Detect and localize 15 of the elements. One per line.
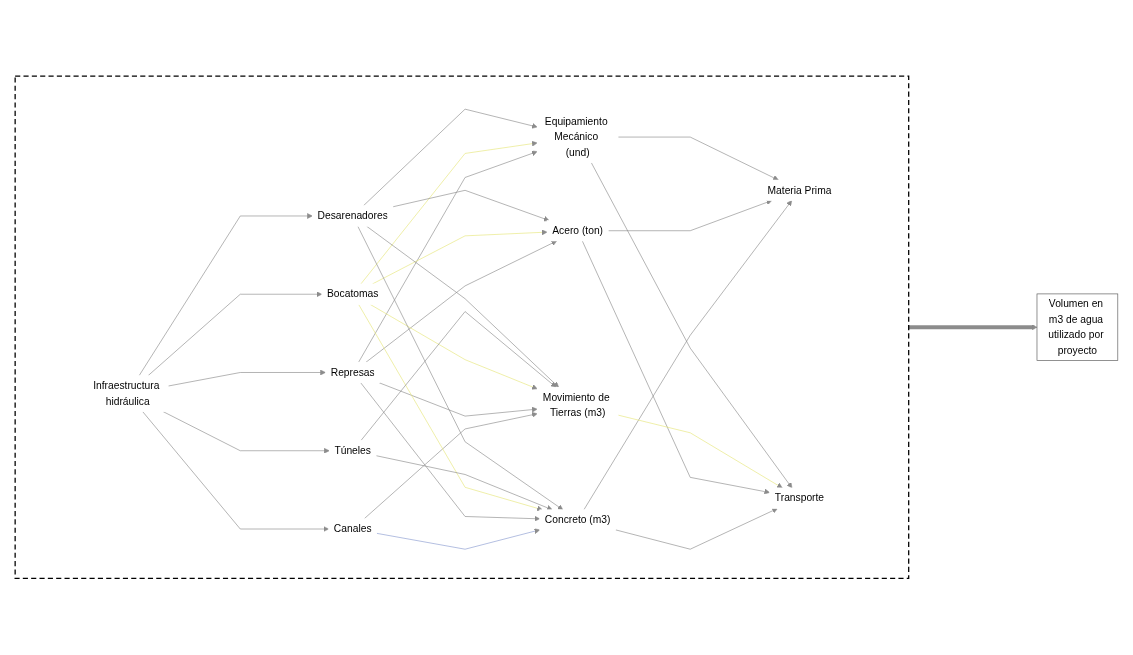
node-text: Equipamiento Mecánico (und) bbox=[544, 116, 608, 158]
arrow bbox=[908, 324, 1038, 331]
node-text: Desarenadores bbox=[317, 210, 388, 222]
node-box: Volumen en m3 de agua utilizado por proyecto bbox=[1036, 293, 1119, 362]
node-text: Infraestructura hidráulica bbox=[93, 380, 160, 407]
node-text: Bocatomas bbox=[327, 288, 379, 300]
node-text: Materia Prima bbox=[767, 184, 832, 196]
node-text: Concreto (m3) bbox=[544, 514, 611, 526]
node-text: Canales bbox=[333, 523, 372, 535]
node-text: Transporte bbox=[774, 492, 825, 504]
node-text: Túneles bbox=[334, 445, 371, 457]
node-text: Represas bbox=[330, 366, 375, 378]
node-text: Movimiento de Tierras (m3) bbox=[542, 391, 610, 419]
cluster bbox=[14, 75, 910, 580]
node-text: Acero (ton) bbox=[552, 225, 604, 237]
